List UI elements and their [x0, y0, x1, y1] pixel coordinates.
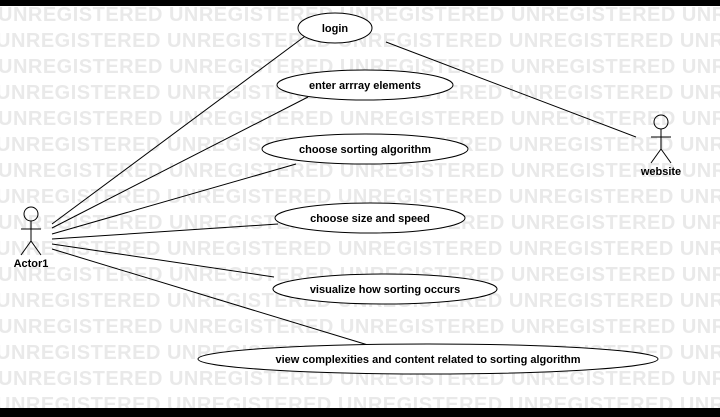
- actor-right-leg: [30, 240, 42, 256]
- use-case-label: login: [322, 23, 349, 35]
- association-actor1-complexities: [51, 248, 369, 346]
- diagram-canvas: UNREGISTERED UNREGISTERED UNREGISTERED U…: [0, 6, 720, 408]
- use-case-size-speed: choose size and speed: [274, 202, 466, 234]
- actor-label: Actor1: [14, 258, 49, 270]
- use-case-label: visualize how sorting occurs: [310, 284, 460, 296]
- use-case-ellipse: [272, 273, 498, 305]
- use-case-ellipse: [261, 133, 469, 165]
- actor-label: website: [640, 166, 681, 178]
- use-case-choose-algo: choose sorting algorithm: [261, 133, 469, 165]
- association-website-login: [385, 41, 637, 138]
- use-case-ellipse: [197, 343, 659, 375]
- associations-layer: [51, 33, 637, 346]
- use-case-ellipse: [274, 202, 466, 234]
- actor-website: website: [640, 114, 681, 178]
- actor-actor1: Actor1: [14, 206, 49, 270]
- actor-head: [653, 114, 669, 130]
- actor-head: [23, 206, 39, 222]
- use-case-label: enter arrray elements: [309, 80, 421, 92]
- use-case-label: choose sorting algorithm: [299, 144, 431, 156]
- actors-layer: Actor1 website: [14, 114, 681, 270]
- use-case-complexities: view complexities and content related to…: [197, 343, 659, 375]
- use-case-ellipse: [297, 12, 373, 44]
- use-case-label: view complexities and content related to…: [276, 354, 581, 366]
- actor-left-leg: [650, 148, 662, 164]
- association-actor1-choose_algo: [51, 163, 297, 235]
- use-case-visualize: visualize how sorting occurs: [272, 273, 498, 305]
- association-actor1-login: [51, 33, 309, 225]
- use-case-ellipse: [276, 69, 454, 101]
- use-case-enter-array: enter arrray elements: [276, 69, 454, 101]
- use-case-diagram: login enter arrray elements choose sorting…: [14, 12, 681, 375]
- actor-left-leg: [20, 240, 32, 256]
- use-case-label: choose size and speed: [310, 213, 430, 225]
- association-actor1-visualize: [51, 243, 275, 278]
- association-actor1-enter_array: [51, 96, 309, 229]
- association-actor1-size_speed: [51, 223, 279, 240]
- use-case-login: login: [297, 12, 373, 44]
- actor-right-leg: [660, 148, 672, 164]
- use-cases-layer: login enter arrray elements choose sorting…: [197, 12, 659, 375]
